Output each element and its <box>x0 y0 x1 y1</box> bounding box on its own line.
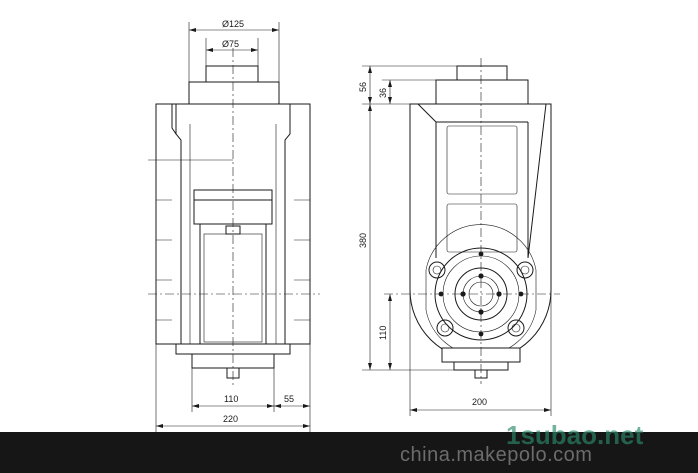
dim-top-36: 36 <box>378 88 388 98</box>
spindle-nose <box>205 65 259 83</box>
dim-outer-diameter: Ø125 <box>222 19 244 29</box>
lug-top-right <box>516 261 534 279</box>
dim-height-380: 380 <box>358 233 368 248</box>
lug-top-left <box>428 261 446 279</box>
front-view <box>148 48 320 386</box>
spindle-flange <box>188 81 280 105</box>
side-spindle-flange <box>435 79 529 105</box>
side-dimensions: 56 36 380 110 200 <box>358 65 552 416</box>
side-spindle-nose <box>456 65 508 81</box>
side-housing <box>409 103 552 361</box>
watermark-site: china.makepolo.com <box>400 444 593 466</box>
lug-bottom-left <box>436 319 454 337</box>
dim-width-55: 55 <box>284 394 294 404</box>
dim-top-56: 56 <box>358 82 368 92</box>
dim-axis-height-110: 110 <box>378 326 388 340</box>
side-view <box>384 58 560 384</box>
side-window-top <box>446 125 518 195</box>
watermark-logo: 1subao.net <box>506 420 644 450</box>
front-dimensions: Ø125 Ø75 110 55 220 <box>155 19 311 432</box>
lug-bottom-right <box>507 319 525 337</box>
dim-width-110: 110 <box>224 394 238 404</box>
dim-side-width-200: 200 <box>472 397 487 407</box>
dim-inner-diameter: Ø75 <box>222 39 239 49</box>
dim-total-width: 220 <box>223 414 238 424</box>
footer-band <box>0 432 698 473</box>
